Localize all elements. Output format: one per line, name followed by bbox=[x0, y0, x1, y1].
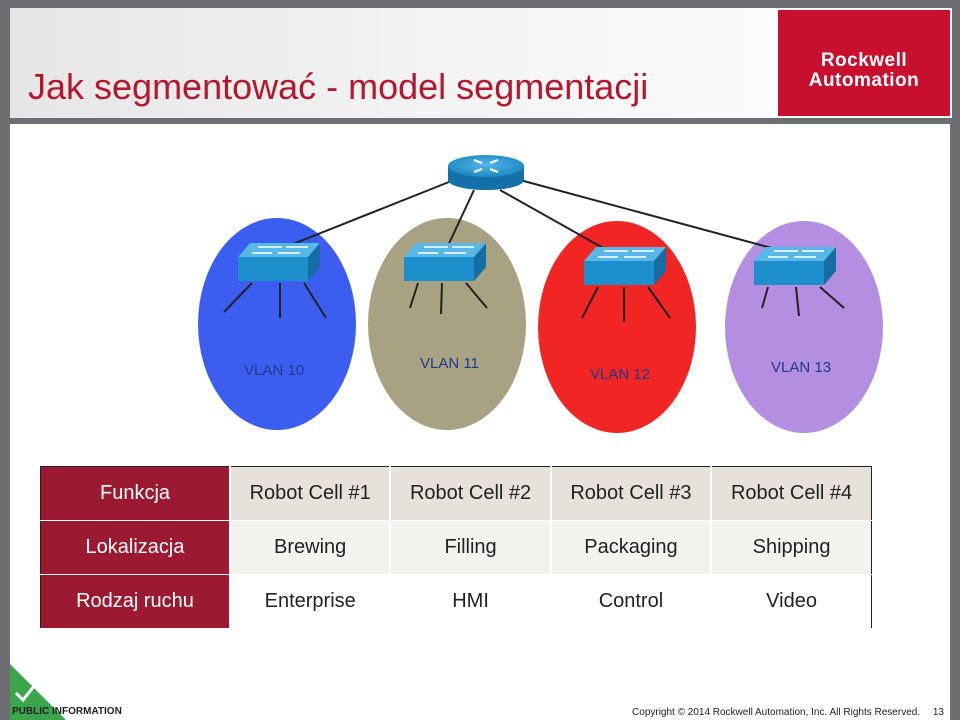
table-cell: Packaging bbox=[549, 520, 712, 575]
table-cell: Enterprise bbox=[228, 574, 391, 629]
table-cell: Robot Cell #2 bbox=[389, 466, 551, 521]
rockwell-logo: Rockwell Automation bbox=[776, 8, 952, 118]
row-header: Rodzaj ruchu bbox=[40, 574, 230, 629]
vlan-12-label: VLAN 12 bbox=[590, 366, 651, 383]
logo-line-2: Automation bbox=[808, 70, 920, 91]
switch-icon-vlan-13 bbox=[754, 247, 836, 285]
access-lines bbox=[223, 282, 845, 322]
router-icon bbox=[448, 155, 524, 190]
page-number: 13 bbox=[932, 707, 944, 718]
table-cell: Brewing bbox=[228, 520, 391, 575]
vlan-11-label: VLAN 11 bbox=[420, 355, 479, 372]
table-row-lokalizacja: Lokalizacja Brewing Filling Packaging Sh… bbox=[40, 520, 872, 575]
segmentation-table: Funkcja Robot Cell #1 Robot Cell #2 Robo… bbox=[40, 466, 872, 629]
header-rule bbox=[10, 118, 950, 124]
check-icon bbox=[10, 664, 66, 720]
copyright-text: Copyright © 2014 Rockwell Automation, In… bbox=[632, 707, 921, 718]
uplink-lines bbox=[277, 179, 791, 254]
table-cell: Robot Cell #4 bbox=[710, 466, 872, 521]
table-cell: Filling bbox=[389, 520, 551, 575]
frame-left bbox=[0, 0, 10, 720]
classification-label: PUBLIC INFORMATION bbox=[12, 706, 122, 717]
table-cell: Robot Cell #1 bbox=[228, 466, 391, 521]
row-header: Funkcja bbox=[40, 466, 230, 521]
header-band bbox=[10, 8, 768, 118]
table-row-rodzaj-ruchu: Rodzaj ruchu Enterprise HMI Control Vide… bbox=[40, 574, 872, 629]
vlan-10-label: VLAN 10 bbox=[244, 362, 305, 379]
frame-top bbox=[0, 0, 960, 8]
row-header: Lokalizacja bbox=[40, 520, 230, 575]
table-cell: Robot Cell #3 bbox=[549, 466, 712, 521]
table-cell: Video bbox=[710, 574, 872, 629]
table-cell: HMI bbox=[389, 574, 551, 629]
logo-line-1: Rockwell bbox=[820, 50, 908, 71]
switch-icon-vlan-11 bbox=[404, 243, 486, 281]
switch-icon-vlan-10 bbox=[238, 243, 320, 281]
vlan-13-label: VLAN 13 bbox=[771, 359, 832, 376]
table-cell: Control bbox=[549, 574, 712, 629]
slide-title: Jak segmentować - model segmentacji bbox=[28, 66, 649, 107]
table-cell: Shipping bbox=[710, 520, 872, 575]
switch-icon-vlan-12 bbox=[584, 247, 666, 285]
footer-copyright: Copyright © 2014 Rockwell Automation, In… bbox=[632, 707, 944, 718]
table-row-funkcja: Funkcja Robot Cell #1 Robot Cell #2 Robo… bbox=[40, 466, 872, 521]
frame-right bbox=[950, 0, 960, 720]
